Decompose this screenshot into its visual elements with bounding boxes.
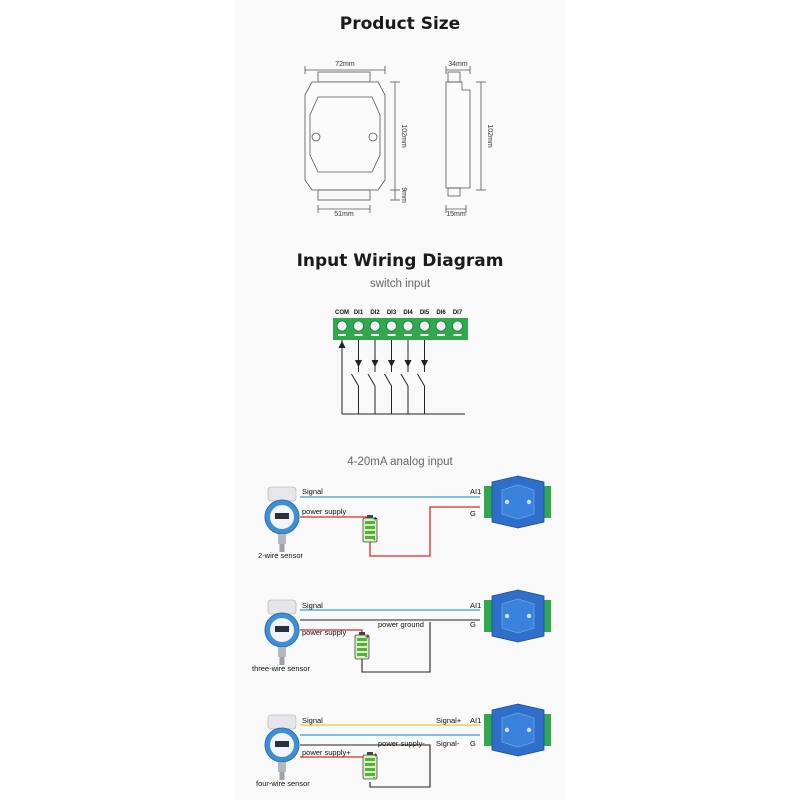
side-view-drawing [445,66,486,213]
two-wire-g-label: G [470,509,476,518]
two-wire-plus-label: + [373,514,378,523]
input-wiring-title: Input Wiring Diagram [297,251,504,271]
two-wire-sensor-icon [264,486,300,553]
two-wire-minus-label: - [373,535,376,544]
terminal-label-di6: DI6 [436,310,446,316]
terminal-screw-di3 [386,320,397,332]
two-wire-power-label: power supply [302,507,346,516]
terminal-screw-di5 [419,320,430,332]
three-wire-ai1-label: AI1 [470,601,481,610]
front-view-drawing [304,66,400,213]
dim-side-height: 102mm [486,124,493,148]
switch-di2 [367,340,379,414]
terminal-label-com: COM [335,310,349,316]
four-wire-signal-label: Signal [302,716,323,725]
four-wire-plus-label: + [373,750,378,759]
three-wire-diagram [264,589,552,673]
switch-di4 [400,340,412,414]
two-wire-ai1-label: AI1 [470,487,481,496]
terminal-slot-di7 [453,334,462,336]
terminal-slot-di3 [387,334,396,336]
analog-input-subtitle: 4-20mA analog input [347,456,453,468]
switch-terminal-block [333,318,468,340]
switch-di3 [384,340,395,414]
three-wire-signal-label: Signal [302,601,323,610]
switch-contacts [351,340,428,414]
dim-side-bottom: 15mm [446,211,466,218]
three-wire-power-label: power supply [302,628,346,637]
terminal-screw-di1 [353,320,364,332]
terminal-screw-di7 [452,320,463,332]
three-wire-sensor-icon [264,599,300,666]
terminal-label-di1: DI1 [354,310,364,316]
switch-input-subtitle: switch input [370,278,431,290]
dim-terminal-depth: 9mm [400,187,407,203]
terminal-label-di3: DI3 [387,310,397,316]
terminal-screw-di2 [369,320,381,332]
switch-terminal-screws [336,320,463,336]
switch-di5 [417,340,428,414]
terminal-label-di2: DI2 [370,310,380,316]
two-wire-module-icon [483,475,552,529]
terminal-slot-di6 [437,334,445,336]
terminal-screw-com [336,320,348,332]
terminal-slot-di1 [354,334,363,336]
dim-side-width: 34mm [448,61,468,68]
two-wire-diagram [264,475,552,557]
terminal-screw-di4 [402,320,414,332]
four-wire-power-minus-label: power supply- [378,739,425,748]
three-wire-sensor-label: three-wire sensor [252,664,310,673]
terminal-slot-di2 [371,334,379,336]
terminal-label-di4: DI4 [403,310,413,316]
four-wire-ai1-label: AI1 [470,716,481,725]
four-wire-signal-minus-label: Signal- [436,739,460,748]
terminal-label-di7: DI7 [453,310,463,316]
terminal-screw-di6 [435,320,447,332]
three-wire-minus-label: - [365,652,368,661]
terminal-slot-di4 [404,334,412,336]
dim-front-bottom-width: 51mm [334,211,354,218]
three-wire-module-icon [483,589,552,643]
dim-front-height: 102mm [400,124,407,148]
two-wire-signal-label: Signal [302,487,323,496]
four-wire-g-label: G [470,739,476,748]
product-size-title: Product Size [340,14,460,34]
terminal-label-di5: DI5 [420,310,430,316]
content-panel [235,0,565,800]
four-wire-sensor-icon [264,714,300,781]
switch-wiring [338,340,465,415]
two-wire-sensor-label: 2-wire sensor [258,551,304,560]
terminal-slot-di5 [420,334,429,336]
four-wire-minus-label: - [373,773,376,782]
four-wire-module-icon [483,703,552,757]
three-wire-plus-label: + [365,632,370,641]
four-wire-signal-plus-label: Signal+ [436,716,462,725]
four-wire-sensor-label: four-wire sensor [256,779,310,788]
terminal-slot-com [338,334,346,336]
three-wire-g-label: G [470,620,476,629]
dim-front-width: 72mm [335,61,355,68]
four-wire-power-plus-label: power supply+ [302,748,351,757]
three-wire-ground-label: power ground [378,620,424,629]
switch-di1 [351,340,362,414]
switch-terminal-labels: COM DI1 DI2 DI3 DI4 DI5 DI6 DI7 [335,310,463,316]
four-wire-diagram [264,703,552,788]
